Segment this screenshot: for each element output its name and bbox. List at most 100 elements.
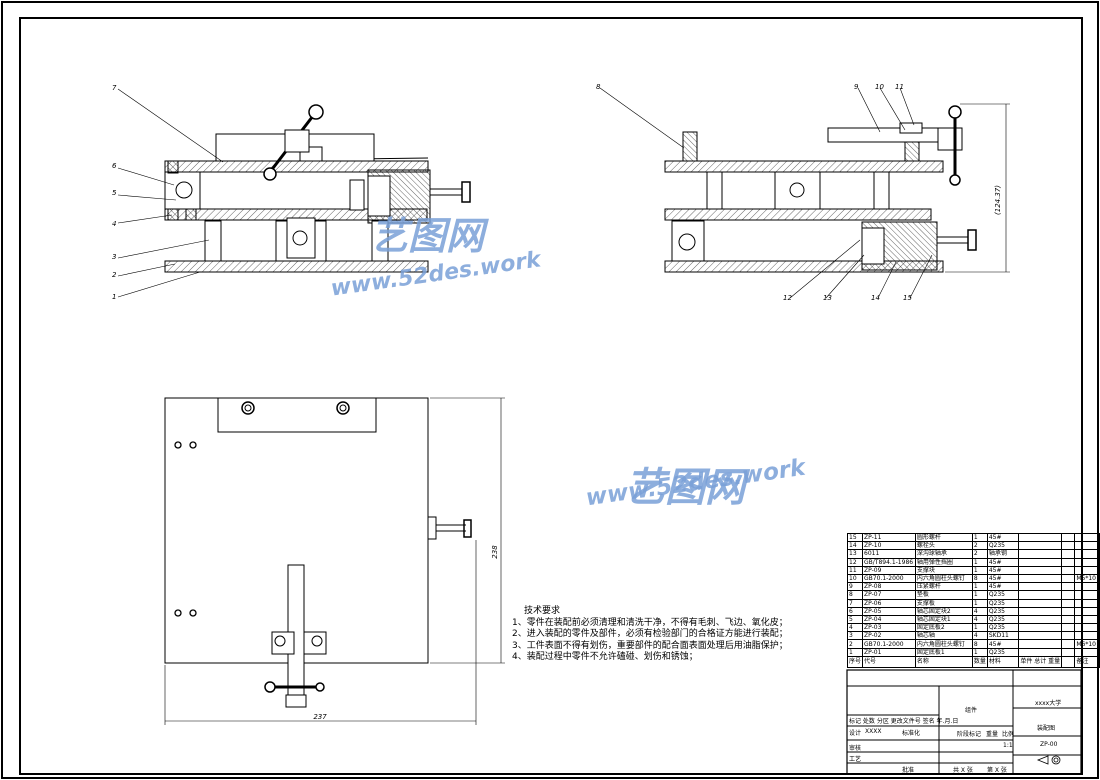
bom-cell: 轴用弹性挡圈 [914, 557, 973, 567]
tb-check: 审核 [849, 745, 862, 752]
bom-cell [1061, 573, 1076, 584]
bom-header-cell: 备注 [1074, 655, 1100, 668]
bom-cell: ZP-06 [862, 598, 916, 608]
top-height-dimension: 238 [491, 545, 499, 559]
label-5: 5 [112, 189, 117, 197]
bom-cell: 8 [971, 639, 988, 649]
technical-requirements: 技术要求 1、零件在装配前必须清理和清洗干净，不得有毛刺、飞边、氧化皮； 2、进… [512, 606, 842, 664]
bom-cell [1018, 606, 1063, 616]
tech-title: 技术要求 [524, 606, 561, 616]
bom-cell: Q235 [986, 647, 1020, 657]
bom-cell: ZP-02 [862, 631, 916, 641]
bom-cell: 2 [846, 639, 864, 649]
bom-cell [1061, 565, 1076, 575]
bom-cell: 1 [971, 532, 988, 543]
bom-cell: 1 [971, 623, 988, 633]
tb-design: 设计 [849, 730, 862, 737]
bom-cell [1074, 590, 1100, 600]
bom-cell [1018, 532, 1063, 543]
bom-cell [1061, 647, 1076, 657]
bom-cell: Q235 [986, 541, 1020, 551]
label-9: 9 [854, 83, 859, 91]
bom-header-cell: 数量 [971, 655, 988, 668]
tb-drawing-no: ZP-00 [1040, 741, 1058, 748]
bom-cell: 4 [971, 631, 988, 641]
bom-cell: 15 [846, 532, 864, 543]
top-width-dimension: 237 [313, 713, 327, 721]
bom-cell: ZP-03 [862, 623, 916, 633]
bom-cell: Q235 [986, 623, 1020, 633]
bom-cell: 6011 [862, 549, 916, 559]
front-view [164, 104, 471, 273]
bom-cell [1074, 565, 1100, 575]
tb-drawing-name: 装配图 [1037, 725, 1056, 732]
watermark-cn-top: 艺图网 [370, 214, 485, 258]
bom-cell [1061, 557, 1076, 567]
bom-header-cell: 单件 总计 重量 [1018, 655, 1063, 668]
bom-cell: 1 [971, 557, 988, 567]
bom-header-row: 序号代号名称数量材料单件 总计 重量备注 [846, 655, 1100, 668]
bom-cell [1018, 549, 1063, 559]
bom-cell: 45# [986, 565, 1020, 575]
bom-cell: 轴承钢 [986, 549, 1020, 559]
label-14: 14 [871, 294, 880, 302]
front-leaders [117, 88, 224, 298]
side-leaders [599, 87, 933, 299]
side-part-labels: 8 9 10 11 12 13 14 15 [596, 83, 912, 302]
inner-border [19, 17, 1083, 775]
bom-cell [1061, 623, 1076, 633]
bom-header-cell [1061, 655, 1076, 668]
bom-cell [1018, 647, 1063, 657]
bom-cell: 45# [986, 639, 1020, 649]
bom-cell: 8 [971, 573, 988, 584]
bom-cell: Q235 [986, 614, 1020, 625]
bom-cell [1074, 541, 1100, 551]
bom-cell: 固定底板2 [914, 623, 973, 633]
bom-header-cell: 材料 [986, 655, 1020, 668]
tb-ratio: 比例 [1002, 731, 1015, 738]
bom-cell: 支撑块 [914, 565, 973, 575]
bom-cell: 1 [846, 647, 864, 657]
bom-cell [1061, 582, 1076, 592]
bom-cell [1061, 639, 1076, 649]
bom-cell [1018, 582, 1063, 592]
top-view [164, 397, 505, 725]
bom-cell: 4 [971, 614, 988, 625]
label-11: 11 [895, 83, 904, 91]
bom-cell: 固定底板1 [914, 647, 973, 657]
bom-cell [1061, 598, 1076, 608]
bom-cell: 7 [846, 598, 864, 608]
tb-school: xxxx大学 [1035, 700, 1062, 707]
bom-cell [1018, 565, 1063, 575]
bom-cell: 45# [986, 557, 1020, 567]
bom-cell [1074, 623, 1100, 633]
bom-cell: 1 [971, 582, 988, 592]
bom-cell: 10 [846, 573, 864, 584]
label-8: 8 [596, 83, 601, 91]
bom-cell: 3 [846, 631, 864, 641]
bom-cell [1061, 606, 1076, 616]
bom-cell: 8 [846, 590, 864, 600]
bom-cell: 轴芯固定块2 [914, 606, 973, 616]
bom-cell: Q235 [986, 606, 1020, 616]
bom-cell: 内六角圆柱头螺钉 [914, 573, 973, 584]
tb-designer: XXXX [865, 728, 882, 735]
bom-cell: 垫板 [914, 590, 973, 600]
bom-cell [1018, 639, 1063, 649]
tb-sheet: 共 X 张 [953, 767, 973, 774]
bom-cell: 螺栓头 [914, 541, 973, 551]
bom-cell: ZP-08 [862, 582, 916, 592]
title-block-frame [846, 669, 1082, 775]
bom-cell [1018, 590, 1063, 600]
bom-cell [1074, 606, 1100, 616]
bom-cell: GB/T894.1-1986 [862, 557, 916, 567]
